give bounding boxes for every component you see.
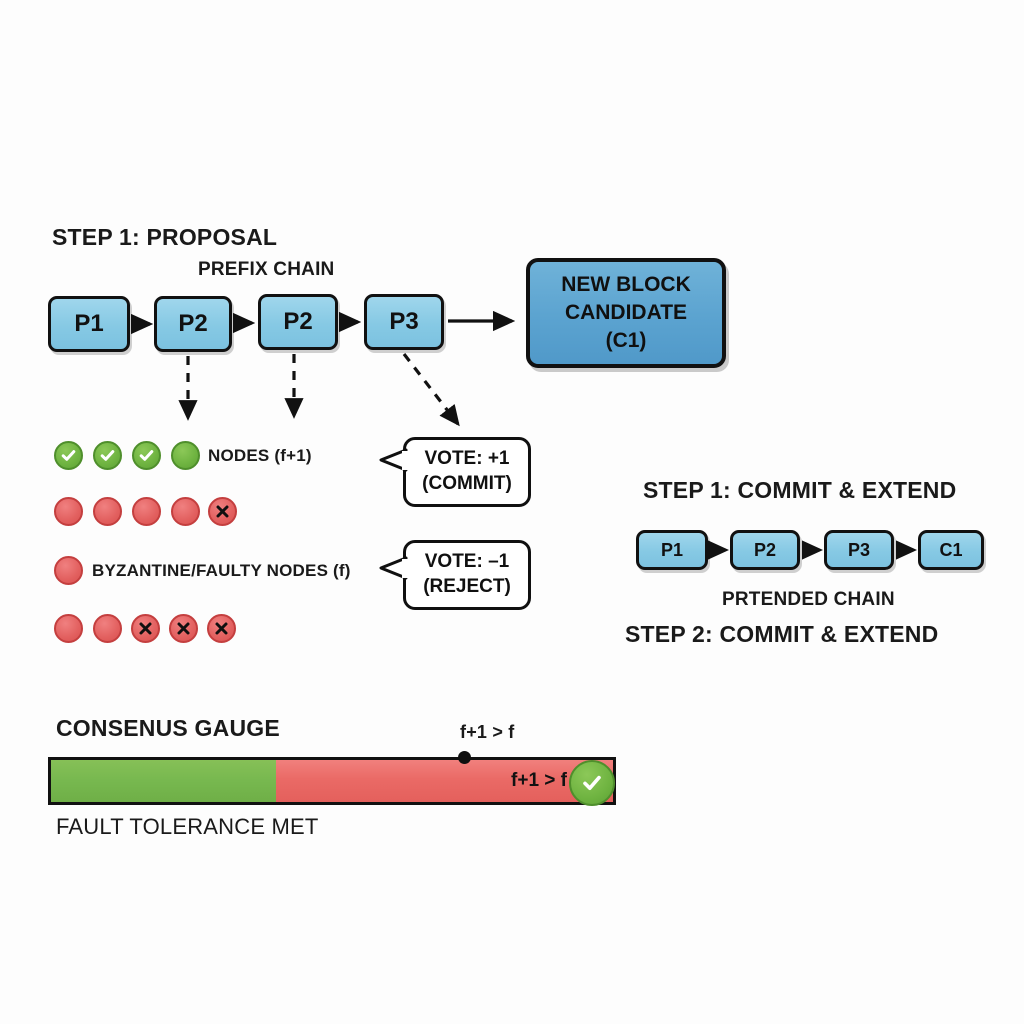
prefix-block-p1[interactable]: P1 [48, 296, 130, 352]
prefix-block-p2-a[interactable]: P2 [154, 296, 232, 352]
node-honest-1[interactable] [54, 441, 83, 470]
vote-commit-callout-tail [379, 448, 410, 472]
candidate-line-2: CANDIDATE [564, 301, 688, 325]
extended-block-c1[interactable]: C1 [918, 530, 984, 570]
vote-commit-line-2: (COMMIT) [422, 473, 512, 494]
node-row4-4[interactable] [169, 614, 198, 643]
extended-block-p1[interactable]: P1 [636, 530, 708, 570]
node-honest-2[interactable] [93, 441, 122, 470]
commit-extend-title-top: STEP 1: COMMIT & EXTEND [643, 477, 957, 503]
node-row2-1[interactable] [54, 497, 83, 526]
prefix-block-p2-b[interactable]: P2 [258, 294, 338, 350]
check-icon [583, 775, 601, 790]
gauge-red-segment: f+1 > f [275, 760, 613, 802]
vote-reject-callout-tail [379, 556, 410, 580]
check-icon [139, 450, 154, 461]
nodes-faulty-label: BYZANTINE/FAULTY NODES (f) [92, 561, 351, 580]
node-honest-4[interactable] [171, 441, 200, 470]
extended-block-p2[interactable]: P2 [730, 530, 800, 570]
gauge-green-segment [51, 760, 276, 802]
prefix-chain-label: PREFIX CHAIN [198, 259, 335, 280]
vote-reject-line-1: VOTE: –1 [424, 551, 510, 573]
candidate-line-3: (C1) [605, 328, 647, 352]
commit-extend-title-bottom: STEP 2: COMMIT & EXTEND [625, 621, 939, 647]
check-icon [100, 450, 115, 461]
gauge-marker-label: f+1 > f [460, 722, 515, 742]
cross-icon [177, 622, 190, 635]
gauge-footer-label: FAULT TOLERANCE MET [56, 814, 319, 839]
gauge-marker-dot[interactable] [458, 751, 471, 764]
node-row4-3[interactable] [131, 614, 160, 643]
vote-commit-callout[interactable]: VOTE: +1 (COMMIT) [403, 437, 531, 507]
node-row2-5[interactable] [208, 497, 237, 526]
check-icon [61, 450, 76, 461]
extended-block-p3[interactable]: P3 [824, 530, 894, 570]
node-row2-4[interactable] [171, 497, 200, 526]
node-row4-1[interactable] [54, 614, 83, 643]
node-row2-2[interactable] [93, 497, 122, 526]
vote-reject-callout[interactable]: VOTE: –1 (REJECT) [403, 540, 531, 610]
cross-icon [216, 505, 229, 518]
cross-icon [215, 622, 228, 635]
node-faulty-legend-swatch[interactable] [54, 556, 83, 585]
prefix-block-p3[interactable]: P3 [364, 294, 444, 350]
gauge-success-badge[interactable] [569, 760, 615, 806]
consensus-gauge-title: CONSENUS GAUGE [56, 715, 280, 741]
node-row4-2[interactable] [93, 614, 122, 643]
step1-title: STEP 1: PROPOSAL [52, 224, 278, 250]
cross-icon [139, 622, 152, 635]
node-row4-5[interactable] [207, 614, 236, 643]
node-row2-3[interactable] [132, 497, 161, 526]
nodes-honest-label: NODES (f+1) [208, 446, 312, 465]
pretended-chain-label: PRTENDED CHAIN [722, 589, 895, 610]
consensus-gauge-bar[interactable]: f+1 > f [48, 757, 616, 805]
vote-commit-line-1: VOTE: +1 [424, 448, 510, 470]
candidate-line-1: NEW BLOCK [561, 273, 691, 297]
vote-reject-line-2: (REJECT) [423, 576, 511, 597]
new-block-candidate[interactable]: NEW BLOCK CANDIDATE (C1) [526, 258, 726, 368]
gauge-inline-label: f+1 > f [511, 770, 567, 791]
node-honest-3[interactable] [132, 441, 161, 470]
